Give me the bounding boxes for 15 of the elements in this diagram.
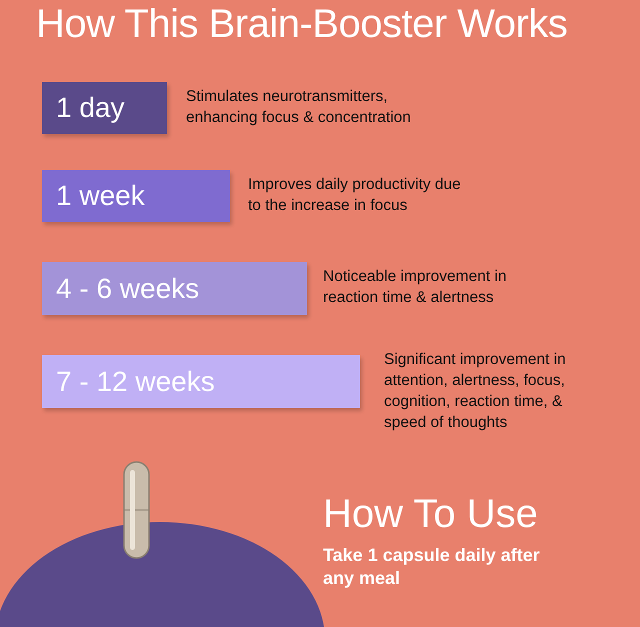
- timeline-bar: [42, 262, 307, 315]
- effect-description: Stimulates neurotransmitters, enhancing focus & concentration: [186, 87, 412, 128]
- usage-instruction: Take 1 capsule daily after any meal: [323, 544, 541, 590]
- title: How This Brain-Booster Works: [36, 2, 568, 47]
- duration-label: 1 day: [56, 92, 124, 124]
- section-heading: How To Use: [323, 491, 539, 538]
- timeline-bar: [42, 82, 167, 134]
- effect-description: Noticeable improvement in reaction time & alertness: [323, 267, 508, 308]
- effect-description: Improves daily productivity due to the increase in focus: [248, 175, 462, 216]
- effect-description: Significant improvement in attention, alertness, focus, cognition, reaction time, & speed of thoughts: [384, 350, 567, 433]
- duration-label: 1 week: [56, 180, 145, 212]
- timeline-bar: [42, 355, 360, 408]
- timeline-bar: [42, 170, 230, 222]
- duration-label: 7 - 12 weeks: [56, 366, 215, 398]
- duration-label: 4 - 6 weeks: [56, 272, 200, 304]
